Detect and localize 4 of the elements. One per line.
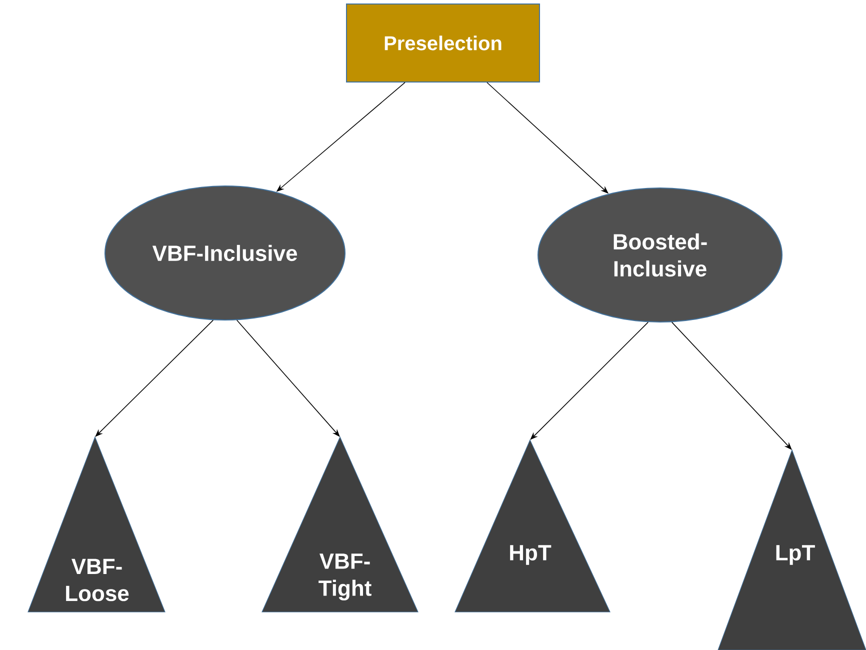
- process-box: Preselection: [346, 4, 540, 82]
- arrow: [530, 322, 649, 440]
- arrow: [236, 320, 340, 437]
- arrow: [95, 320, 214, 437]
